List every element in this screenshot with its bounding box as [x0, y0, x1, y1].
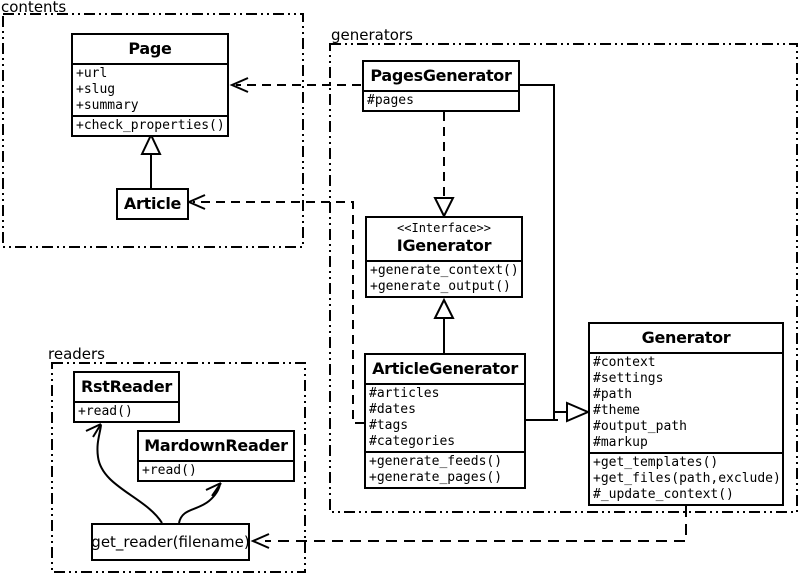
package-label-contents: contents: [1, 0, 67, 16]
dependency-pagesgenerator-to-page: [229, 77, 361, 93]
class-igenerator: <<Interface>> IGenerator +generate_conte…: [365, 216, 523, 298]
class-page-attributes: +url +slug +summary: [73, 63, 227, 115]
class-generator: Generator #context #settings #path #them…: [588, 322, 784, 506]
class-igenerator-name: IGenerator: [396, 236, 492, 255]
class-rstreader-methods: +read(): [75, 401, 178, 421]
package-contents-border: [2, 13, 304, 248]
class-page: Page +url +slug +summary +check_properti…: [71, 33, 229, 137]
attribute-row: #categories: [369, 434, 456, 449]
class-generator-attributes: #context #settings #path #theme #output_…: [590, 352, 782, 452]
attribute-row: #pages: [367, 93, 414, 108]
attribute-row: #dates: [369, 402, 416, 417]
method-row: +get_files(path,exclude): [593, 471, 779, 486]
class-article-title: Article: [123, 194, 182, 213]
class-igenerator-title: <<Interface>> IGenerator: [367, 218, 521, 260]
class-article: Article: [116, 188, 189, 220]
function-box-get-reader: get_reader(filename): [91, 523, 250, 561]
class-mardownreader-methods: +read(): [139, 460, 293, 480]
attribute-row: #settings: [593, 371, 664, 386]
class-pagesgenerator-title: PagesGenerator: [370, 66, 512, 85]
package-label-generators: generators: [331, 26, 413, 44]
method-row: +read(): [142, 463, 197, 478]
dependency-generator-to-getreader: [250, 506, 687, 549]
arrow-getreader-to-mardownreader: [178, 482, 222, 524]
dependency-articlegenerator-to-article: [186, 194, 364, 424]
class-articlegenerator-title: ArticleGenerator: [372, 359, 518, 378]
class-mardownreader-title: MardownReader: [144, 436, 288, 455]
class-page-title: Page: [128, 39, 172, 58]
method-row: +generate_output(): [370, 279, 511, 294]
attribute-row: +summary: [76, 98, 139, 113]
package-readers-border: [51, 362, 306, 573]
method-row: +generate_feeds(): [369, 454, 503, 469]
class-articlegenerator-methods: +generate_feeds() +generate_pages(): [366, 451, 524, 487]
method-row: +get_templates(): [593, 455, 719, 470]
generalization-articlegenerator-to-igenerator: [433, 297, 455, 353]
class-page-methods: +check_properties(): [73, 115, 227, 135]
class-rstreader-title: RstReader: [81, 377, 172, 396]
realization-pagesgenerator-to-igenerator: [433, 112, 455, 219]
package-label-readers: readers: [48, 345, 105, 363]
package-generators-border: [329, 43, 798, 513]
attribute-row: #theme: [593, 403, 640, 418]
class-generator-methods: +get_templates() +get_files(path,exclude…: [590, 452, 782, 504]
attribute-row: #tags: [369, 418, 409, 433]
method-row: +generate_pages(): [369, 470, 503, 485]
class-articlegenerator: ArticleGenerator #articles #dates #tags …: [364, 353, 526, 489]
class-pagesgenerator-attributes: #pages: [364, 90, 518, 110]
class-pagesgenerator: PagesGenerator #pages: [362, 60, 520, 112]
attribute-row: #context: [593, 355, 656, 370]
class-articlegenerator-attributes: #articles #dates #tags #categories: [366, 383, 524, 451]
attribute-row: #articles: [369, 386, 440, 401]
method-row: +check_properties(): [76, 118, 224, 133]
generalization-article-to-page: [140, 132, 162, 188]
generalization-generators-to-generator: [520, 84, 591, 423]
arrow-getreader-to-rstreader: [85, 423, 163, 524]
attribute-row: #path: [593, 387, 633, 402]
method-row: +read(): [78, 404, 133, 419]
class-generator-title: Generator: [641, 328, 731, 347]
method-row: +generate_context(): [370, 263, 518, 278]
method-row: #_update_context(): [593, 487, 734, 502]
class-mardownreader: MardownReader +read(): [137, 430, 295, 482]
class-igenerator-stereotype: <<Interface>>: [397, 221, 491, 235]
attribute-row: #markup: [593, 435, 648, 450]
attribute-row: #output_path: [593, 419, 687, 434]
attribute-row: +slug: [76, 82, 116, 97]
class-rstreader: RstReader +read(): [73, 371, 180, 423]
class-igenerator-methods: +generate_context() +generate_output(): [367, 260, 521, 296]
attribute-row: +url: [76, 66, 108, 81]
